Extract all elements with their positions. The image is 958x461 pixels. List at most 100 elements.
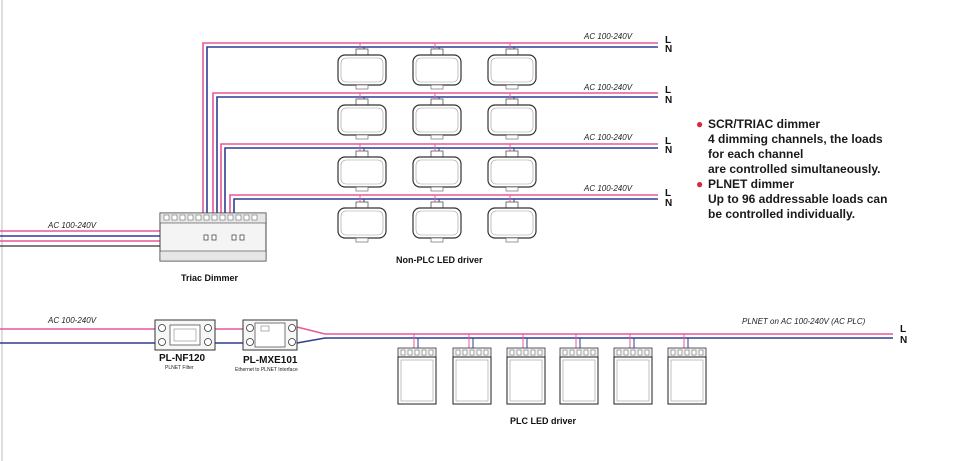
- triac-terminal-screw: [219, 214, 226, 221]
- non-plc-led-driver: [412, 156, 462, 188]
- plc-led-driver: [506, 356, 546, 405]
- feature-notes: ● SCR/TRIAC dimmer 4 dimming channels, t…: [696, 117, 887, 222]
- ethernet-interface-device: [242, 319, 298, 351]
- non-plc-driver-bezel: [415, 159, 459, 185]
- non-plc-driver-bezel: [340, 57, 384, 83]
- plnet-neutral-bus: [296, 337, 893, 344]
- driver-terminal: [430, 150, 444, 158]
- filter-terminal-screw: [158, 338, 166, 346]
- triac-indicator: [203, 234, 209, 241]
- plc-driver-terminal: [428, 349, 434, 356]
- bullet-dot-icon: ●: [696, 177, 704, 191]
- channel-live-wire: [229, 194, 658, 216]
- triac-dimmer-caption: Triac Dimmer: [181, 273, 239, 283]
- plc-led-driver: [559, 356, 599, 405]
- plc-driver-bezel: [509, 359, 543, 402]
- plc-driver-terminal: [421, 349, 427, 356]
- plc-driver-terminal: [469, 349, 475, 356]
- non-plc-driver-bezel: [340, 107, 384, 133]
- triac-indicator: [231, 234, 237, 241]
- driver-output-terminal: [505, 186, 519, 192]
- plnet-input-ac-label: AC 100-240V: [48, 316, 97, 325]
- plc-driver-bezel: [562, 359, 596, 402]
- triac-terminal-screw: [163, 214, 170, 221]
- plc-driver-terminal: [698, 349, 704, 356]
- filter-window: [169, 324, 201, 346]
- driver-terminal: [430, 98, 444, 106]
- non-plc-led-driver: [487, 104, 537, 136]
- triac-dimmer: [159, 212, 267, 262]
- non-plc-led-driver: [412, 54, 462, 86]
- plc-driver-terminal: [483, 349, 489, 356]
- channel-3-neutral-label: N: [665, 145, 673, 156]
- plc-driver-terminal: [569, 349, 575, 356]
- scr-note-line: for each channel: [708, 147, 804, 161]
- channel-neutral-wire: [216, 96, 658, 216]
- triac-terminal-screw: [203, 214, 210, 221]
- channel-neutral-wire: [206, 46, 658, 216]
- plc-driver-terminal: [637, 349, 643, 356]
- plc-driver-terminal: [509, 349, 515, 356]
- plc-driver-terminal: [590, 349, 596, 356]
- driver-output-terminal: [430, 237, 444, 243]
- channel-2-neutral-label: N: [665, 95, 673, 106]
- driver-output-terminal: [355, 84, 369, 90]
- channel-4-neutral-label: N: [665, 198, 673, 209]
- plc-driver-terminal: [670, 349, 676, 356]
- triac-terminal-screw: [243, 214, 250, 221]
- plc-driver-terminal: [537, 349, 543, 356]
- plc-led-driver: [667, 356, 707, 405]
- non-plc-led-driver: [487, 54, 537, 86]
- non-plc-driver-bezel: [490, 107, 534, 133]
- plc-driver-bezel: [455, 359, 489, 402]
- non-plc-led-driver: [412, 207, 462, 239]
- non-plc-led-driver: [487, 156, 537, 188]
- interface-terminal-screw: [288, 324, 296, 332]
- plnet-dimmer-title: PLNET dimmer: [708, 177, 795, 191]
- bullet-dot-icon: ●: [696, 117, 704, 131]
- plc-driver-bezel: [670, 359, 704, 402]
- driver-output-terminal: [355, 186, 369, 192]
- plnet-live-label: L: [900, 324, 907, 335]
- driver-output-terminal: [430, 186, 444, 192]
- channel-live-wire: [202, 42, 658, 216]
- plc-driver-bezel: [616, 359, 650, 402]
- filter-label-plate: [173, 328, 197, 342]
- non-plc-led-driver: [337, 156, 387, 188]
- channel-neutral-wire: [233, 198, 658, 216]
- plc-driver-terminal: [462, 349, 468, 356]
- driver-terminal: [505, 98, 519, 106]
- plc-driver-caption: PLC LED driver: [510, 416, 577, 426]
- channel-2-live-label: L: [665, 85, 672, 96]
- interface-panel: [254, 322, 286, 348]
- plnet-note-line: Up to 96 addressable loads can: [708, 192, 888, 206]
- non-plc-led-driver: [487, 207, 537, 239]
- driver-output-terminal: [355, 134, 369, 140]
- triac-terminal-screw: [195, 214, 202, 221]
- non-plc-driver-bezel: [490, 210, 534, 236]
- non-plc-led-driver: [337, 54, 387, 86]
- plc-driver-terminal: [414, 349, 420, 356]
- interface-terminal-screw: [246, 338, 254, 346]
- plc-driver-terminal: [616, 349, 622, 356]
- scr-note-line: are controlled simultaneously.: [708, 162, 881, 176]
- non-plc-driver-caption: Non-PLC LED driver: [396, 255, 483, 265]
- channel-2-ac-label: AC 100-240V: [584, 83, 633, 92]
- plc-driver-terminal: [677, 349, 683, 356]
- non-plc-driver-bezel: [415, 210, 459, 236]
- triac-dimmer-bottom-strip: [159, 250, 267, 262]
- scr-dimmer-note: ● SCR/TRIAC dimmer: [696, 117, 887, 132]
- plnet-live-bus: [296, 326, 893, 335]
- driver-output-terminal: [505, 237, 519, 243]
- plc-driver-terminal: [516, 349, 522, 356]
- non-plc-led-driver: [412, 104, 462, 136]
- channel-4-ac-label: AC 100-240V: [584, 184, 633, 193]
- non-plc-led-driver: [337, 207, 387, 239]
- triac-terminal-screw: [187, 214, 194, 221]
- interface-terminal-screw: [246, 324, 254, 332]
- driver-output-terminal: [505, 84, 519, 90]
- plnet-dimmer-note: ● PLNET dimmer: [696, 177, 887, 192]
- driver-output-terminal: [430, 134, 444, 140]
